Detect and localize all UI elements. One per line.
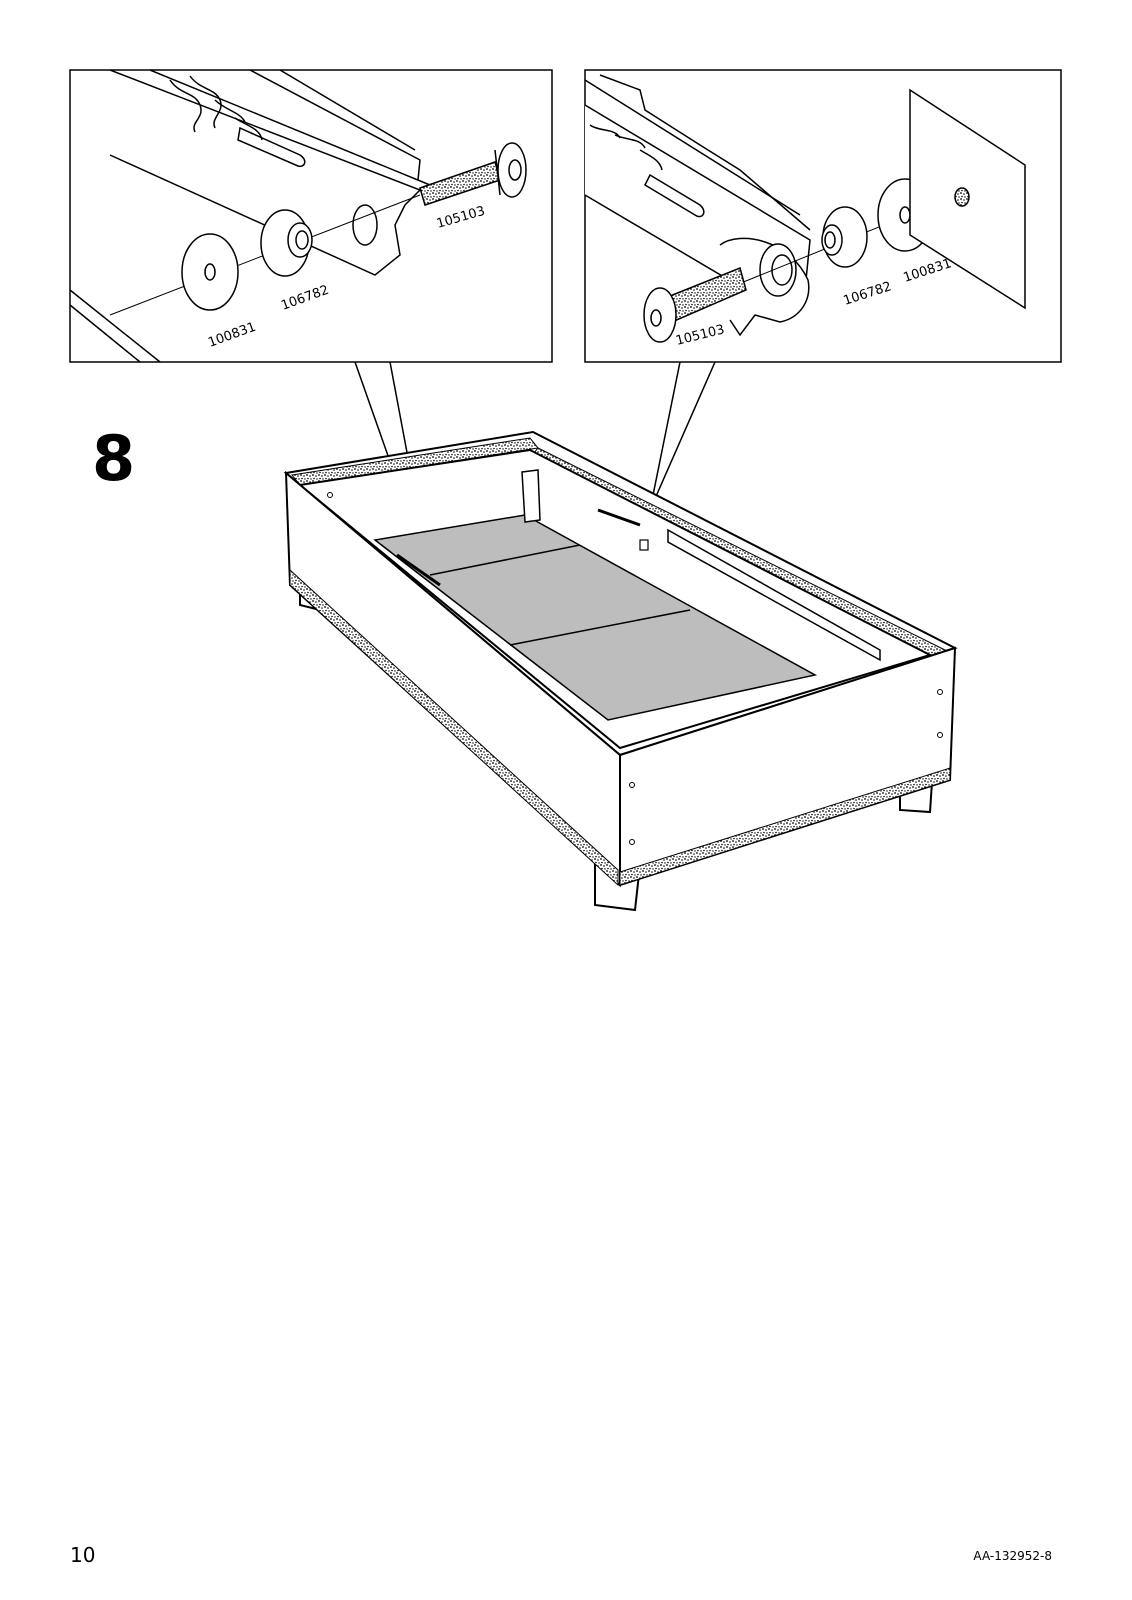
page-number: 10 bbox=[70, 1543, 95, 1567]
bed-frame bbox=[286, 432, 955, 910]
step-number: 8 bbox=[92, 424, 135, 494]
washer-100831-icon bbox=[182, 234, 238, 310]
washer-106782-icon bbox=[822, 207, 867, 267]
detail-box-right: 105103 106782 100831 bbox=[585, 70, 1061, 362]
document-code: AA-132952-8 bbox=[973, 1548, 1052, 1564]
detail-box-left: 105103 106782 100831 bbox=[70, 70, 552, 362]
